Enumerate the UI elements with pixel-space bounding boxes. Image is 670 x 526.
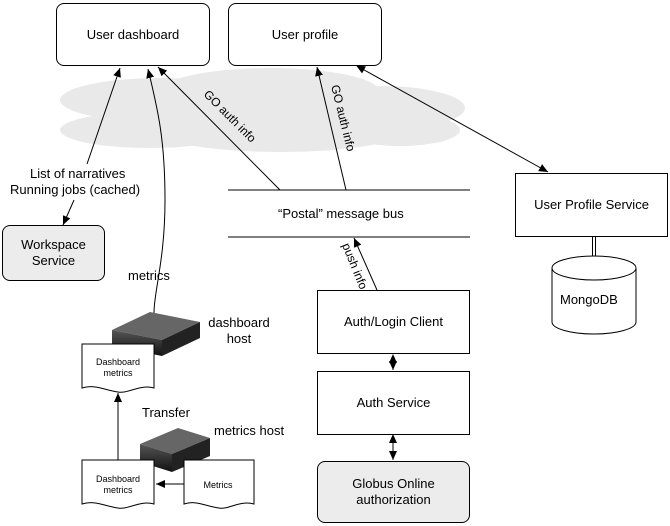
go-auth-right-arrow [315,66,347,191]
narratives-arrow [86,67,121,165]
mongodb-cylinder [551,255,637,335]
user-profile-label: User profile [271,26,339,42]
auth-service-box: Auth Service [317,371,470,435]
user-profile-service-box: User Profile Service [515,173,668,237]
dashboard-metrics-top-label: Dashboard metrics [95,357,141,378]
workspace-arrow [62,199,75,226]
user-profile-service-label: User Profile Service [534,197,649,212]
message-bus-label: “Postal” message bus [278,206,404,221]
dashboard-metrics-doc-bottom-shape [81,459,155,509]
auth-login-client-label: Auth/Login Client [343,314,443,329]
mongodb-label: MongoDB [560,292,618,307]
auth-login-client-box: Auth/Login Client [317,290,470,354]
metrics-arrow [146,68,166,326]
profile-service-arrow [356,65,549,173]
cloud-shape [60,68,465,152]
user-dashboard-label: User dashboard [86,26,180,42]
user-dashboard-box: User dashboard [56,3,210,66]
metrics-doc-label: Metrics [203,480,233,490]
workspace-service-label: Workspace Service [21,237,86,268]
go-auth-left-arrow [157,66,281,191]
metrics-host-label: metrics host [214,423,285,438]
globus-online-box: Globus Online authorization [317,461,470,523]
metrics-server-icon [140,428,210,472]
user-profile-box: User profile [228,3,382,66]
metrics-label: metrics [128,268,170,283]
running-jobs-label: Running jobs (cached) [10,182,141,197]
transfer-label: Transfer [142,405,190,420]
dashboard-metrics-bottom-label: Dashboard metrics [95,474,141,495]
workspace-service-box: Workspace Service [2,225,105,281]
globus-online-label: Globus Online authorization [352,476,435,507]
list-of-narratives-label: List of narratives [30,166,126,181]
push-info-label: push info [339,241,370,292]
metrics-doc-shape [183,459,255,509]
auth-service-label: Auth Service [356,395,431,410]
dashboard-metrics-doc-top-shape [81,343,155,393]
push-info-arrow [353,237,378,291]
dashboard-host-label: dashboard host [208,315,270,346]
